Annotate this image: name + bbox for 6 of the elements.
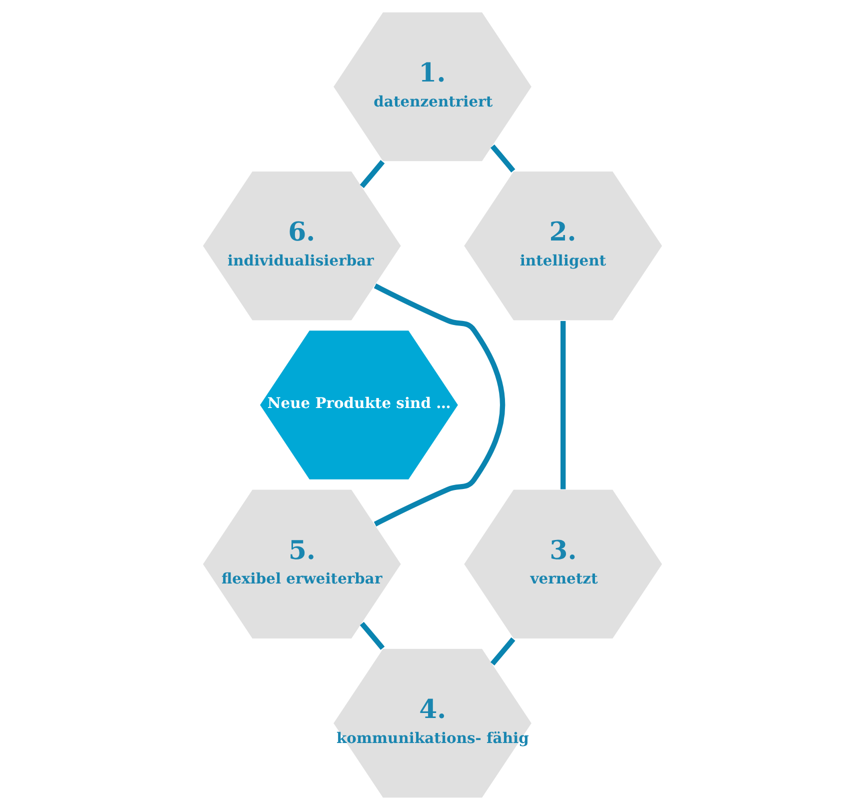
connector <box>490 637 516 666</box>
connector <box>360 160 385 188</box>
connector <box>374 284 506 526</box>
connector <box>560 320 566 490</box>
connector <box>490 144 516 173</box>
connector <box>360 622 385 650</box>
